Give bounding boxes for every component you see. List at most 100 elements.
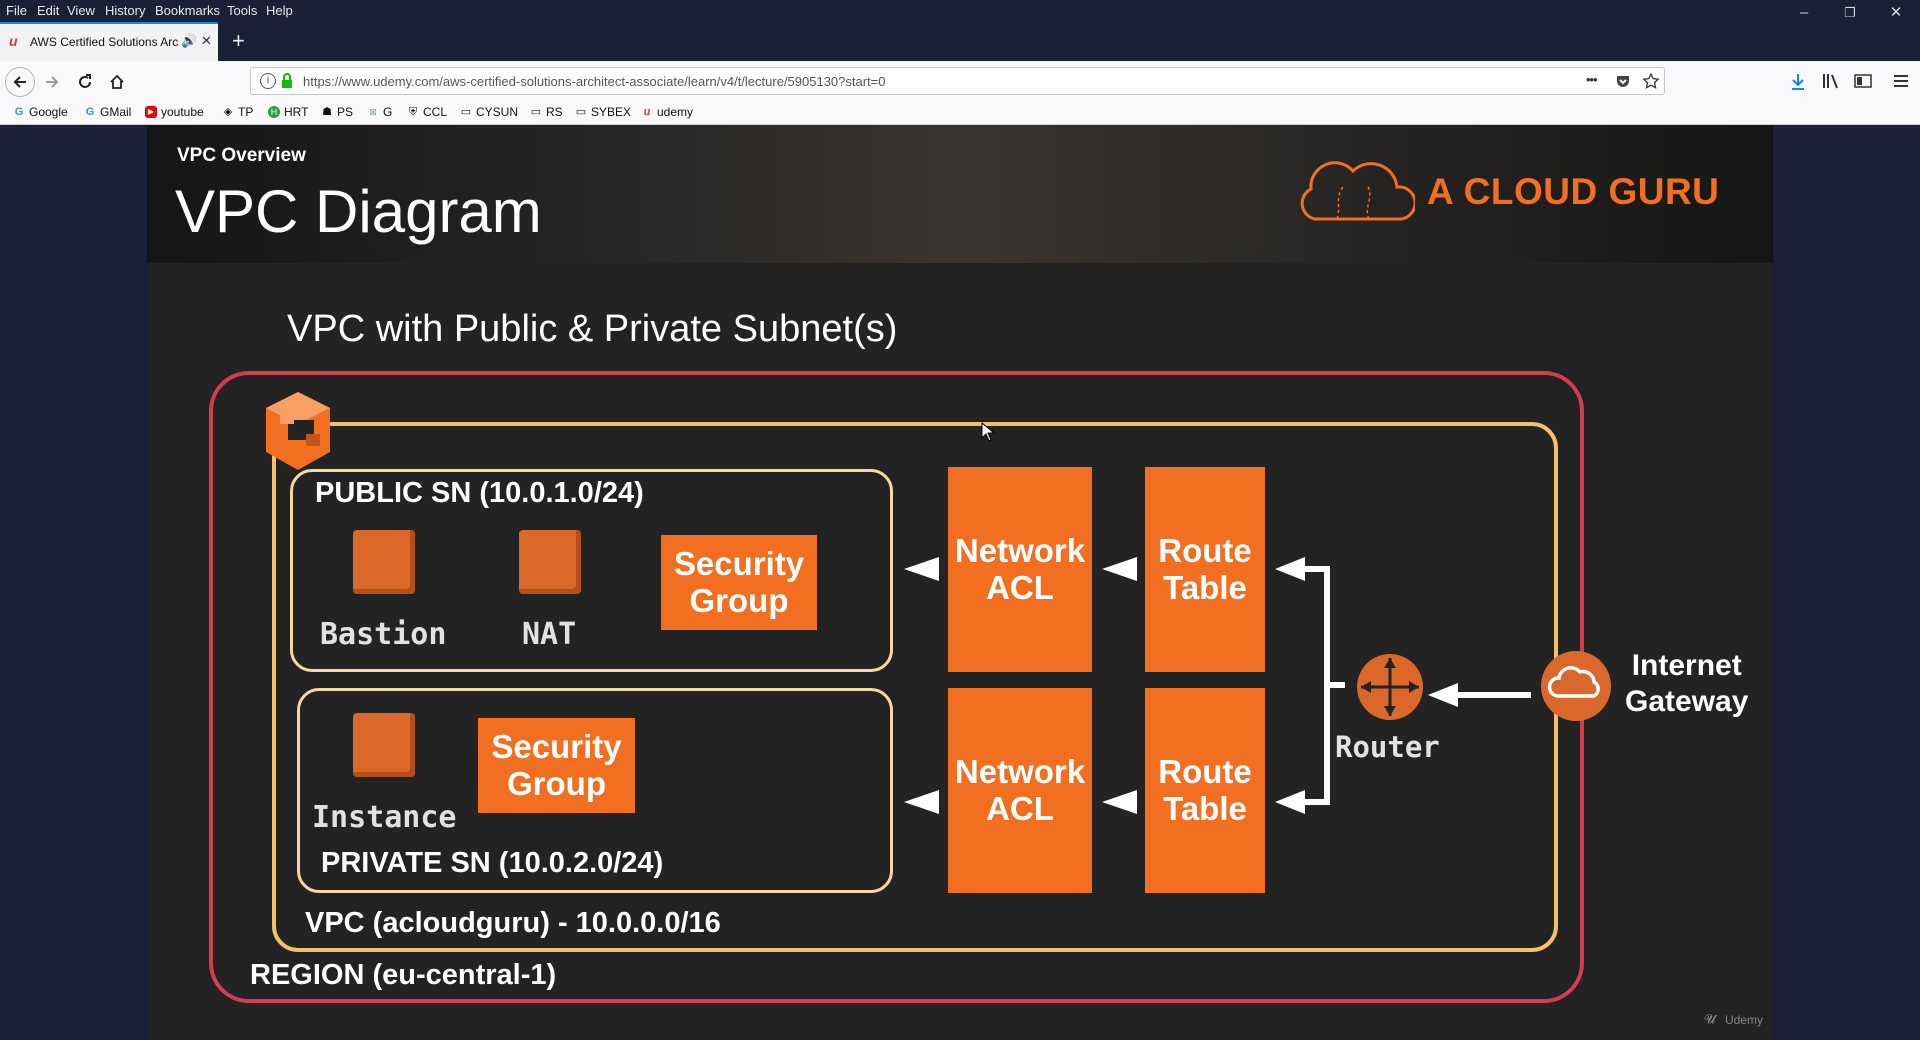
bookmark-rs[interactable]: ▭ RS — [530, 105, 563, 119]
menu-history[interactable]: History — [105, 3, 146, 18]
bookmark-label: CYSUN — [476, 105, 519, 119]
bookmark-youtube[interactable]: ▶youtube — [145, 105, 204, 119]
network-acl-line: Network — [954, 531, 1086, 569]
route-table-line: Table — [1163, 789, 1247, 827]
pocket-icon[interactable] — [1615, 73, 1631, 89]
speaker-icon[interactable]: 🔊 — [181, 33, 198, 48]
back-arrow-icon — [13, 76, 26, 88]
bookmark-label: TP — [238, 105, 254, 119]
arrow-to-private-route-table-icon — [1275, 790, 1305, 814]
public-subnet-label: PUBLIC SN (10.0.1.0/24) — [315, 477, 644, 509]
public-subnet-box — [290, 469, 893, 672]
page-content: VPC Overview VPC Diagram A CLOUD GURU VP… — [0, 125, 1920, 1040]
lock-icon[interactable] — [281, 73, 293, 89]
arrow-to-private-acl-icon — [1102, 790, 1137, 814]
route-table-line: Route — [1158, 531, 1252, 569]
router-icon — [1357, 654, 1423, 720]
cloud-logo-icon — [1300, 161, 1415, 221]
info-icon[interactable]: i — [260, 73, 276, 89]
bookmark-label: RS — [546, 105, 563, 119]
mouse-cursor-icon — [981, 422, 995, 442]
folder-icon: ▭ — [460, 106, 472, 118]
menu-bookmarks[interactable]: Bookmarks — [155, 3, 221, 18]
bookmark-sybex[interactable]: ▭SYBEX — [575, 105, 631, 119]
restore-button[interactable]: ❐ — [1844, 5, 1856, 20]
menu-bar: File Edit View History Bookmarks Tools H… — [0, 0, 1920, 22]
slide-section: VPC Overview — [177, 145, 306, 166]
url-text[interactable]: https://www.udemy.com/aws-certified-solu… — [303, 74, 886, 89]
forward-button[interactable] — [37, 67, 67, 97]
internet-gateway-line: Gateway — [1625, 685, 1749, 718]
arrow-to-private-subnet-icon — [904, 790, 939, 814]
diamond-icon: ◈ — [223, 106, 233, 118]
bookmark-tp[interactable]: ◈ TP — [222, 105, 254, 119]
bookmark-ccl[interactable]: ⛨CCL — [407, 105, 447, 119]
vpc-label: VPC (acloudguru) - 10.0.0.0/16 — [305, 907, 721, 939]
bookmark-label: HRT — [284, 105, 309, 119]
region-label: REGION (eu-central-1) — [250, 959, 557, 991]
hrt-icon: H — [268, 106, 280, 118]
menu-edit[interactable]: Edit — [37, 3, 60, 18]
bookmark-cysun[interactable]: ▭ CYSUN — [460, 105, 518, 119]
tab-active[interactable]: u AWS Certified Solutions Arc 🔊 ✕ — [0, 22, 218, 61]
internet-gateway-icon — [1541, 651, 1611, 721]
security-group-line: Security — [491, 727, 622, 765]
bookmark-label: GMail — [100, 105, 132, 119]
video-player[interactable]: VPC Overview VPC Diagram A CLOUD GURU VP… — [147, 125, 1773, 1040]
folder-icon: ▭ — [575, 106, 587, 118]
route-table-line: Route — [1158, 752, 1252, 790]
menu-tools[interactable]: Tools — [227, 3, 258, 18]
download-icon[interactable] — [1790, 73, 1806, 91]
udemy-favicon-icon: u — [9, 33, 18, 49]
bookmark-g[interactable]: ⊠G — [367, 105, 392, 119]
bookmark-label: youtube — [161, 105, 204, 119]
arrow-to-public-route-table-icon — [1275, 557, 1305, 581]
arrow-to-router-icon — [1428, 683, 1458, 707]
minimize-button[interactable]: – — [1799, 4, 1809, 21]
bastion-label: Bastion — [320, 617, 447, 652]
instance-label: Instance — [312, 800, 457, 835]
security-group-line: Group — [507, 764, 606, 802]
back-button[interactable] — [5, 67, 35, 97]
close-window-button[interactable]: ✕ — [1889, 4, 1903, 21]
google-icon: G — [14, 106, 24, 118]
slide-header — [147, 125, 1773, 263]
bastion-instance-icon — [353, 530, 415, 594]
new-tab-button[interactable]: + — [232, 28, 245, 53]
bookmark-google[interactable]: G Google — [13, 105, 68, 119]
reload-button[interactable] — [70, 67, 100, 97]
home-button[interactable] — [102, 67, 132, 97]
bookmark-star-icon[interactable] — [1643, 73, 1659, 89]
brand-name: A CLOUD GURU — [1427, 171, 1720, 212]
close-tab-icon[interactable]: ✕ — [201, 33, 212, 48]
menu-view[interactable]: View — [67, 3, 95, 18]
network-acl-line: Network — [954, 752, 1086, 790]
address-bar[interactable]: i https://www.udemy.com/aws-certified-so… — [250, 67, 1665, 95]
bookmark-label: Google — [29, 105, 68, 119]
library-icon[interactable] — [1822, 73, 1840, 89]
menu-help[interactable]: Help — [266, 3, 293, 18]
arrow-to-public-subnet-icon — [904, 557, 939, 581]
menu-file[interactable]: File — [6, 3, 27, 18]
folder-icon: ▭ — [530, 106, 542, 118]
udemy-watermark-icon: 𝓤 — [1704, 1011, 1716, 1026]
hamburger-menu-icon[interactable] — [1893, 73, 1909, 89]
page-actions-icon[interactable]: ••• — [1586, 72, 1598, 87]
internet-gateway-line: Internet — [1631, 649, 1742, 682]
reload-icon — [79, 74, 91, 88]
bookmark-hrt[interactable]: H HRT — [268, 105, 308, 119]
nat-label: NAT — [522, 617, 577, 652]
bookmark-ps[interactable]: ☗PS — [321, 105, 353, 119]
route-table-line: Table — [1163, 568, 1247, 606]
flow-arrows — [904, 557, 1531, 814]
sidebar-icon[interactable] — [1854, 73, 1872, 89]
